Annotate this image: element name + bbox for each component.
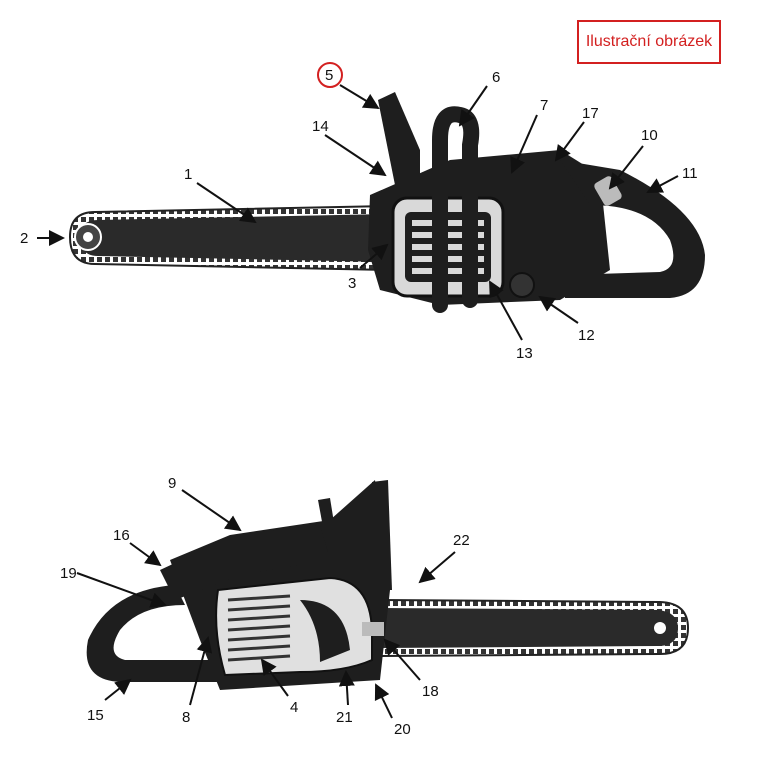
arrow-22	[418, 551, 456, 584]
arrow-12	[538, 295, 579, 324]
callout-labels: 1 2 3 5 6 7 17 10 11 12 13 14 9 16 19 22…	[20, 67, 698, 738]
top-handle-bottom-view	[160, 525, 330, 600]
arrow-18	[383, 638, 421, 681]
callout-arrows	[37, 84, 679, 719]
hand-guard-bottom-view	[318, 498, 340, 565]
callout-11: 11	[682, 165, 698, 182]
guide-bar-bottom-view	[380, 608, 678, 648]
arrow-19	[76, 572, 167, 608]
chain-tensioner	[362, 622, 384, 636]
arrow-16	[129, 542, 162, 567]
arrow-4	[260, 658, 289, 697]
arrow-17	[554, 121, 585, 162]
top-chainsaw	[68, 92, 705, 313]
arrow-11	[646, 175, 679, 193]
callout-22: 22	[453, 532, 470, 549]
callout-13: 13	[516, 345, 533, 362]
callout-12: 12	[578, 327, 595, 344]
guide-bar-top-view	[80, 214, 390, 262]
arrow-10	[608, 145, 644, 190]
air-vent-grille	[227, 594, 291, 662]
arrow-7	[510, 114, 538, 174]
arrow-14	[324, 134, 387, 177]
callout-15: 15	[87, 707, 104, 724]
callout-10: 10	[641, 127, 658, 144]
arrow-20	[374, 683, 393, 719]
callout-1: 1	[184, 166, 192, 183]
callout-7: 7	[540, 97, 548, 114]
arrow-13	[489, 280, 523, 341]
callout-4: 4	[290, 699, 298, 716]
illustration-badge: Ilustrační obrázek	[577, 20, 721, 64]
chain-brake-guard	[378, 92, 420, 185]
highlight-circle-5	[317, 62, 343, 88]
arrow-1	[196, 182, 257, 224]
arrow-21	[338, 670, 355, 706]
arrow-9	[181, 489, 242, 532]
callout-20: 20	[394, 721, 411, 738]
arrow-8	[189, 636, 213, 706]
bottom-chainsaw	[86, 480, 690, 690]
arrow-15	[104, 678, 132, 701]
arrow-3	[359, 243, 389, 269]
callout-8: 8	[182, 709, 190, 726]
arrow-6	[458, 85, 488, 127]
rear-handle	[560, 160, 705, 298]
front-guard-bottom-view	[370, 480, 392, 590]
callout-19: 19	[60, 565, 77, 582]
oil-cap	[509, 272, 535, 298]
callout-14: 14	[312, 118, 329, 135]
callout-21: 21	[336, 709, 353, 726]
callout-16: 16	[113, 527, 130, 544]
callout-5: 5	[325, 67, 333, 84]
rear-handle-bottom-view	[86, 585, 231, 682]
callout-2: 2	[20, 230, 28, 247]
callout-18: 18	[422, 683, 439, 700]
callout-3: 3	[348, 275, 356, 292]
callout-9: 9	[168, 475, 176, 492]
callout-17: 17	[582, 105, 599, 122]
callout-6: 6	[492, 69, 500, 86]
arrow-5	[339, 84, 380, 110]
